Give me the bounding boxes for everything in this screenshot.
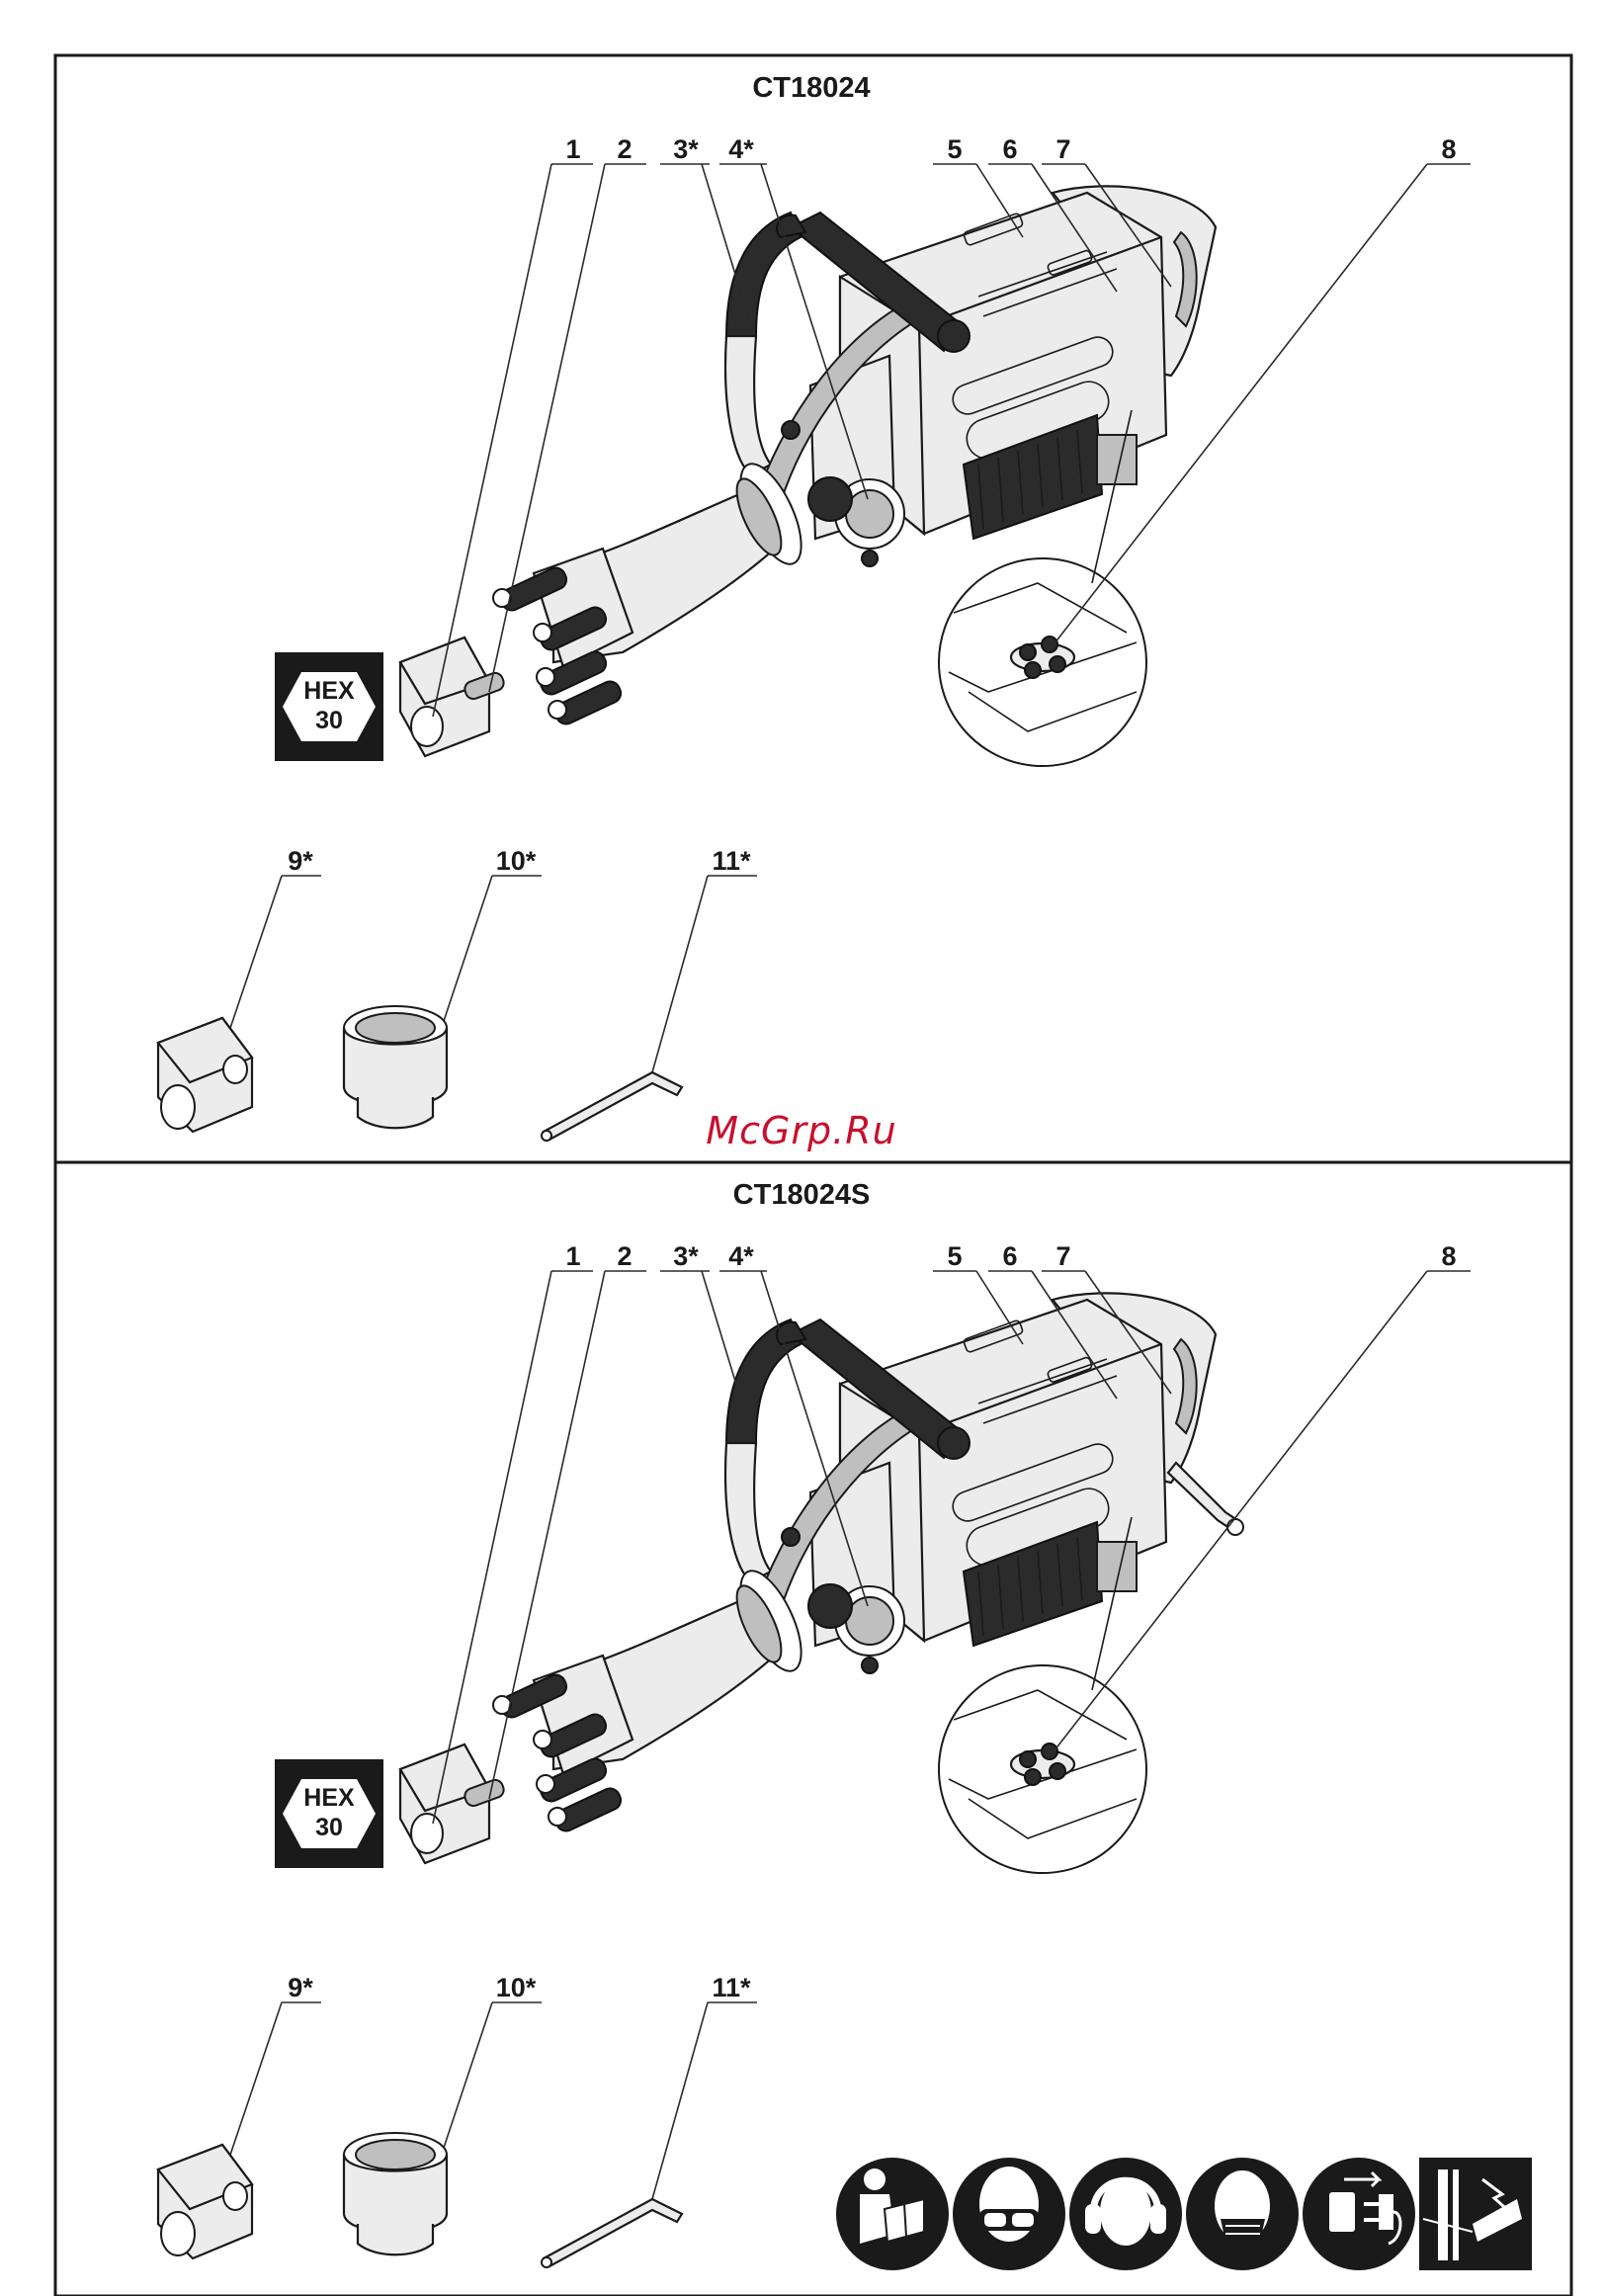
hidden-wiring-warning-icon bbox=[1419, 2158, 1532, 2270]
callout-6: 6 bbox=[1002, 134, 1017, 164]
callout-3: 3* bbox=[673, 1241, 699, 1271]
callout-7: 7 bbox=[1055, 1241, 1070, 1271]
callouts: 1 2 3* 4* 5 6 7 8 bbox=[565, 134, 1456, 164]
read-manual-icon bbox=[836, 2158, 949, 2270]
hex-key bbox=[542, 2199, 682, 2267]
accessories: 9* 10* 11* bbox=[158, 846, 757, 1141]
callout-2: 2 bbox=[617, 134, 632, 164]
dust-cap bbox=[344, 2133, 447, 2254]
dust-mask-icon bbox=[1186, 2158, 1299, 2270]
callout-5: 5 bbox=[947, 1241, 962, 1271]
svg-text:HEX: HEX bbox=[303, 677, 355, 705]
ear-protection-icon bbox=[1069, 2158, 1182, 2270]
callout-9: 9* bbox=[288, 846, 313, 876]
callout-8: 8 bbox=[1441, 1241, 1456, 1271]
callout-7: 7 bbox=[1055, 134, 1070, 164]
demolition-hammer-drawing bbox=[400, 1293, 1216, 1873]
callout-5: 5 bbox=[947, 134, 962, 164]
panel-2: CT18024S 1 2 3* 4* 5 6 7 8 bbox=[158, 1179, 1532, 2270]
spare-retainer-block bbox=[158, 1018, 252, 1132]
callout-2: 2 bbox=[617, 1241, 632, 1271]
callout-1: 1 bbox=[565, 134, 580, 164]
safety-icons-row bbox=[836, 2158, 1532, 2270]
callout-4: 4* bbox=[728, 134, 754, 164]
hex-30-badge: HEX 30 bbox=[275, 652, 383, 761]
callout-11: 11* bbox=[712, 1973, 751, 2002]
spare-retainer-block bbox=[158, 2145, 252, 2258]
svg-text:30: 30 bbox=[315, 707, 343, 734]
hex-key bbox=[542, 1072, 682, 1141]
watermark-text: McGrp.Ru bbox=[706, 1109, 896, 1152]
callout-6: 6 bbox=[1002, 1241, 1017, 1271]
svg-text:HEX: HEX bbox=[303, 1784, 355, 1812]
dust-cap bbox=[344, 1006, 447, 1128]
callout-3: 3* bbox=[673, 134, 699, 164]
panel-1: CT18024 1 2 3* 4* 5 6 7 8 HEX bbox=[158, 72, 1471, 1141]
safety-goggles-icon bbox=[953, 2158, 1065, 2270]
callout-10: 10* bbox=[496, 1973, 537, 2002]
callout-1: 1 bbox=[565, 1241, 580, 1271]
callout-11: 11* bbox=[712, 846, 751, 876]
accessories: 9* 10* 11* bbox=[158, 1973, 757, 2267]
callout-4: 4* bbox=[728, 1241, 754, 1271]
callout-10: 10* bbox=[496, 846, 537, 876]
callout-8: 8 bbox=[1441, 134, 1456, 164]
callout-9: 9* bbox=[288, 1973, 313, 2002]
demolition-hammer-drawing bbox=[400, 186, 1216, 766]
svg-text:30: 30 bbox=[315, 1814, 343, 1841]
panel-title: CT18024S bbox=[733, 1179, 871, 1211]
unplug-before-service-icon bbox=[1303, 2158, 1415, 2270]
panel-title: CT18024 bbox=[752, 72, 870, 104]
callouts: 1 2 3* 4* 5 6 7 8 bbox=[565, 1241, 1456, 1271]
hex-30-badge: HEX 30 bbox=[275, 1759, 383, 1868]
